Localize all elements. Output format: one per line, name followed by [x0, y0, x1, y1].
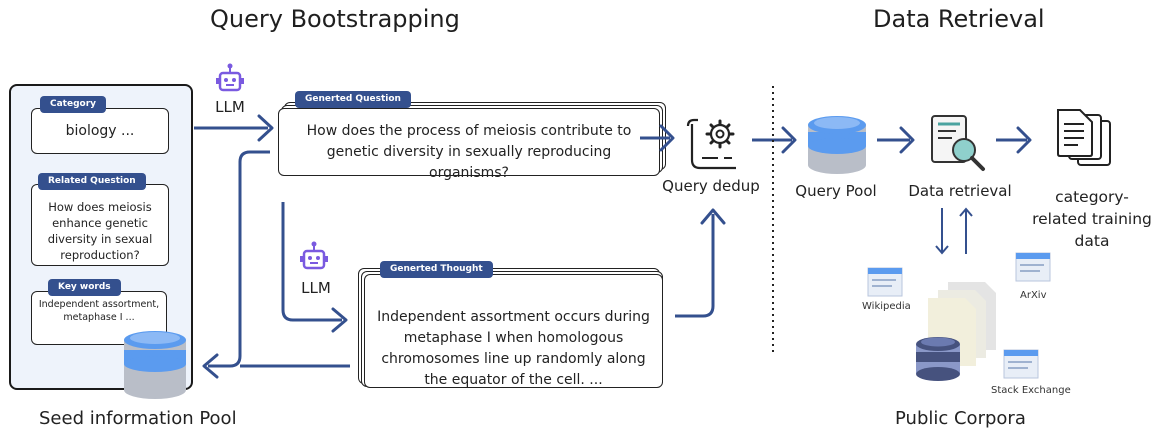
related-question-card: How does meiosis enhance genetic diversi… — [31, 184, 169, 266]
retrieval-magnifier-icon — [931, 115, 985, 171]
title-data-retrieval: Data Retrieval — [873, 5, 1045, 33]
related-question-tag: Related Question — [38, 173, 146, 190]
keywords-value: Independent assortment, metaphase I ... — [38, 299, 160, 323]
seed-pool-label: Seed information Pool — [39, 408, 237, 429]
query-dedup-label: Query dedup — [662, 177, 760, 195]
category-card: biology ... — [31, 108, 169, 154]
wikipedia-label: Wikipedia — [862, 301, 911, 312]
arrow-seed-to-question — [194, 114, 274, 142]
llm-bottom-label: LLM — [301, 279, 331, 297]
robot-icon — [216, 63, 244, 92]
arrow-return-to-seed — [202, 150, 350, 379]
thought-text: Independent assortment occurs during met… — [377, 309, 650, 388]
keywords-tag: Key words — [48, 279, 121, 296]
wikipedia-window-icon — [867, 267, 903, 297]
data-retrieval-label: Data retrieval — [908, 182, 1012, 200]
arxiv-label: ArXiv — [1020, 290, 1047, 301]
arrow-question-to-thought — [281, 202, 348, 333]
robot-icon — [300, 241, 328, 270]
llm-top-label: LLM — [215, 98, 245, 116]
public-corpora-label: Public Corpora — [895, 408, 1026, 429]
arrow-thought-to-dedup — [675, 208, 726, 318]
output-label: category-related training data — [1032, 188, 1152, 250]
database-icon — [124, 331, 186, 399]
question-card: How does the process of meiosis contribu… — [278, 108, 660, 181]
stack-exchange-window-icon — [1003, 349, 1039, 379]
dedup-gear-icon — [686, 118, 736, 170]
corpora-database-icon — [916, 337, 960, 381]
category-value: biology ... — [65, 123, 135, 139]
query-pool-label: Query Pool — [795, 182, 877, 200]
thought-card: Independent assortment occurs during met… — [364, 274, 663, 388]
question-tag: Generted Question — [295, 91, 411, 108]
category-tag: Category — [40, 96, 107, 113]
arrow-pool-to-retrieval — [877, 126, 915, 154]
related-question-value: How does meiosis enhance genetic diversi… — [47, 200, 153, 262]
arrow-retrieval-to-output — [996, 126, 1032, 154]
arrow-question-to-dedup — [640, 124, 675, 152]
thought-tag: Generted Thought — [380, 261, 493, 278]
question-text: How does the process of meiosis contribu… — [306, 123, 632, 181]
arrows-retrieval-corpora — [935, 207, 973, 255]
title-query-bootstrapping: Query Bootstrapping — [210, 5, 460, 33]
arxiv-window-icon — [1015, 252, 1051, 282]
documents-icon — [1057, 109, 1111, 166]
stack-exchange-label: Stack Exchange — [991, 385, 1071, 396]
query-pool-database-icon — [808, 116, 866, 174]
